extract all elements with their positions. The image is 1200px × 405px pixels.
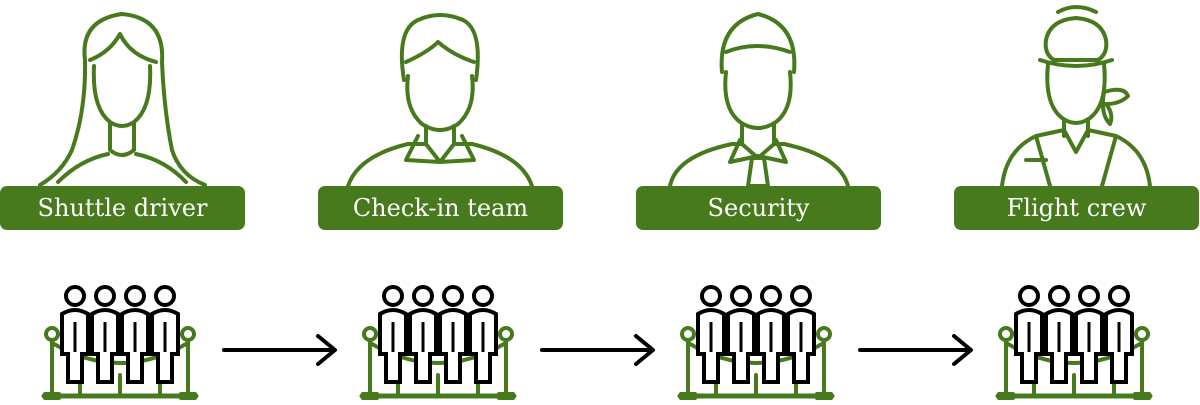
people-queue-barrier-icon — [994, 282, 1154, 404]
flight-attendant-icon — [1000, 5, 1152, 188]
role-flight-crew: Flight crew — [954, 0, 1199, 232]
right-arrow-icon — [222, 330, 340, 370]
man-shirt-tie-icon — [668, 12, 850, 188]
role-label: Flight crew — [954, 186, 1199, 230]
role-label: Shuttle driver — [0, 186, 245, 230]
people-queue-barrier-icon — [358, 282, 518, 404]
role-check-in-team: Check-in team — [318, 0, 563, 232]
right-arrow-icon — [540, 330, 658, 370]
right-arrow-icon — [858, 330, 976, 370]
role-label: Check-in team — [318, 186, 563, 230]
role-security: Security — [636, 0, 881, 232]
people-queue-barrier-icon — [676, 282, 836, 404]
role-label: Security — [636, 186, 881, 230]
role-shuttle-driver: Shuttle driver — [0, 0, 245, 232]
people-queue-barrier-icon — [40, 282, 200, 404]
woman-long-hair-icon — [38, 12, 207, 187]
man-collared-shirt-icon — [346, 13, 534, 188]
